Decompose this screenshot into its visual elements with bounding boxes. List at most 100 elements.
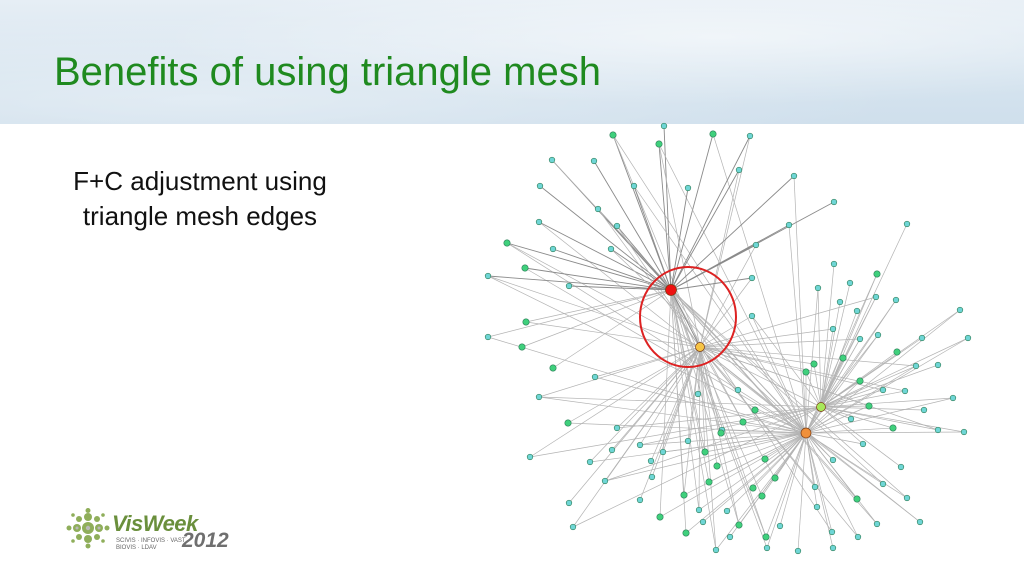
graph-edge (820, 405, 870, 408)
graph-edge (506, 242, 672, 291)
graph-edge (524, 267, 807, 434)
graph-node (569, 523, 577, 531)
graph-edge (663, 125, 672, 291)
graph-node (893, 348, 901, 356)
graph-node (829, 325, 837, 333)
graph-edge (820, 273, 878, 408)
graph-node (762, 533, 770, 541)
graph-edge (820, 282, 851, 408)
network-graph (484, 122, 972, 555)
graph-edge (704, 432, 807, 453)
body-text: F+C adjustment using triangle mesh edges (30, 164, 370, 234)
graph-edge (820, 380, 861, 408)
graph-edge (699, 277, 753, 348)
graph-node (503, 239, 511, 247)
graph-node (713, 462, 721, 470)
graph-edge (610, 248, 807, 434)
graph-node (518, 343, 526, 351)
graph-node (594, 205, 602, 213)
logo-subtitle: SCIVIS · INFOVIS · VAST BIOVIS · LDAV (116, 538, 186, 552)
graph-edge (538, 346, 701, 398)
graph-node (752, 241, 760, 249)
graph-node (802, 368, 810, 376)
graph-edge (820, 390, 906, 408)
highlight-circle (639, 266, 737, 368)
graph-edge (793, 175, 807, 434)
graph-edge (670, 289, 884, 485)
graph-edge (820, 406, 852, 420)
graph-node (763, 544, 771, 552)
graph-node (655, 140, 663, 148)
graph-node (564, 419, 572, 427)
graph-node (656, 513, 664, 521)
logo-year: 2012 (182, 529, 229, 552)
graph-node (889, 424, 897, 432)
graph-node (712, 546, 720, 554)
graph-node (830, 260, 838, 268)
graph-edge (805, 432, 878, 525)
graph-node (565, 282, 573, 290)
body-line-1: F+C adjustment using (73, 166, 327, 196)
graph-node (794, 547, 802, 555)
graph-node (647, 457, 655, 465)
graph-edge (820, 406, 925, 411)
graph-edge (572, 406, 822, 528)
graph-node (735, 521, 743, 529)
graph-edge (699, 346, 717, 551)
graph-edge (538, 396, 807, 434)
graph-edge (817, 287, 822, 408)
graph-edge (572, 346, 701, 528)
graph-node (828, 528, 836, 536)
graph-edge (616, 346, 701, 429)
graph-edge (699, 346, 767, 538)
graph-edge (805, 432, 834, 549)
graph-edge (552, 289, 672, 369)
graph-edge (805, 287, 819, 434)
graph-node (813, 503, 821, 511)
graph-edge (683, 432, 807, 496)
graph-node (903, 220, 911, 228)
graph-node (739, 418, 747, 426)
graph-edge (699, 346, 906, 392)
graph-node (920, 406, 928, 414)
graph-node (682, 529, 690, 537)
graph-edge (524, 267, 672, 291)
graph-edge (805, 334, 879, 434)
graph-edge (525, 289, 672, 323)
graph-node (879, 386, 887, 394)
graph-hubs (665, 284, 826, 439)
graph-edge (568, 285, 672, 291)
visweek-logo-mark (66, 508, 110, 549)
graph-edge (820, 263, 835, 408)
graph-edge (506, 242, 807, 434)
header-texture (0, 0, 1024, 124)
logo-visweek-text: VisWeek (112, 511, 198, 536)
graph-node (699, 518, 707, 526)
graph-node (751, 406, 759, 414)
graph-edge (506, 242, 701, 348)
slide-title: Benefits of using triangle mesh (54, 50, 601, 94)
graph-edge (521, 289, 672, 348)
graph-node (613, 222, 621, 230)
graph-edge (670, 187, 689, 291)
graph-edge (639, 346, 701, 446)
graph-node (758, 492, 766, 500)
graph-node (859, 440, 867, 448)
graph-node (659, 448, 667, 456)
graph-node (749, 484, 757, 492)
lime-node (816, 402, 826, 412)
graph-node (684, 184, 692, 192)
slide-header: Benefits of using triangle mesh (0, 0, 1024, 124)
graph-node (964, 334, 972, 342)
graph-edge (820, 406, 939, 431)
graph-node (748, 274, 756, 282)
graph-edge (616, 225, 672, 291)
graph-edge (820, 299, 897, 408)
graph-node (811, 483, 819, 491)
graph-node (549, 364, 557, 372)
graph-edge (699, 346, 807, 434)
graph-node (526, 453, 534, 461)
graph-node (601, 477, 609, 485)
graph-edge (820, 397, 954, 408)
graph-node (865, 402, 873, 410)
